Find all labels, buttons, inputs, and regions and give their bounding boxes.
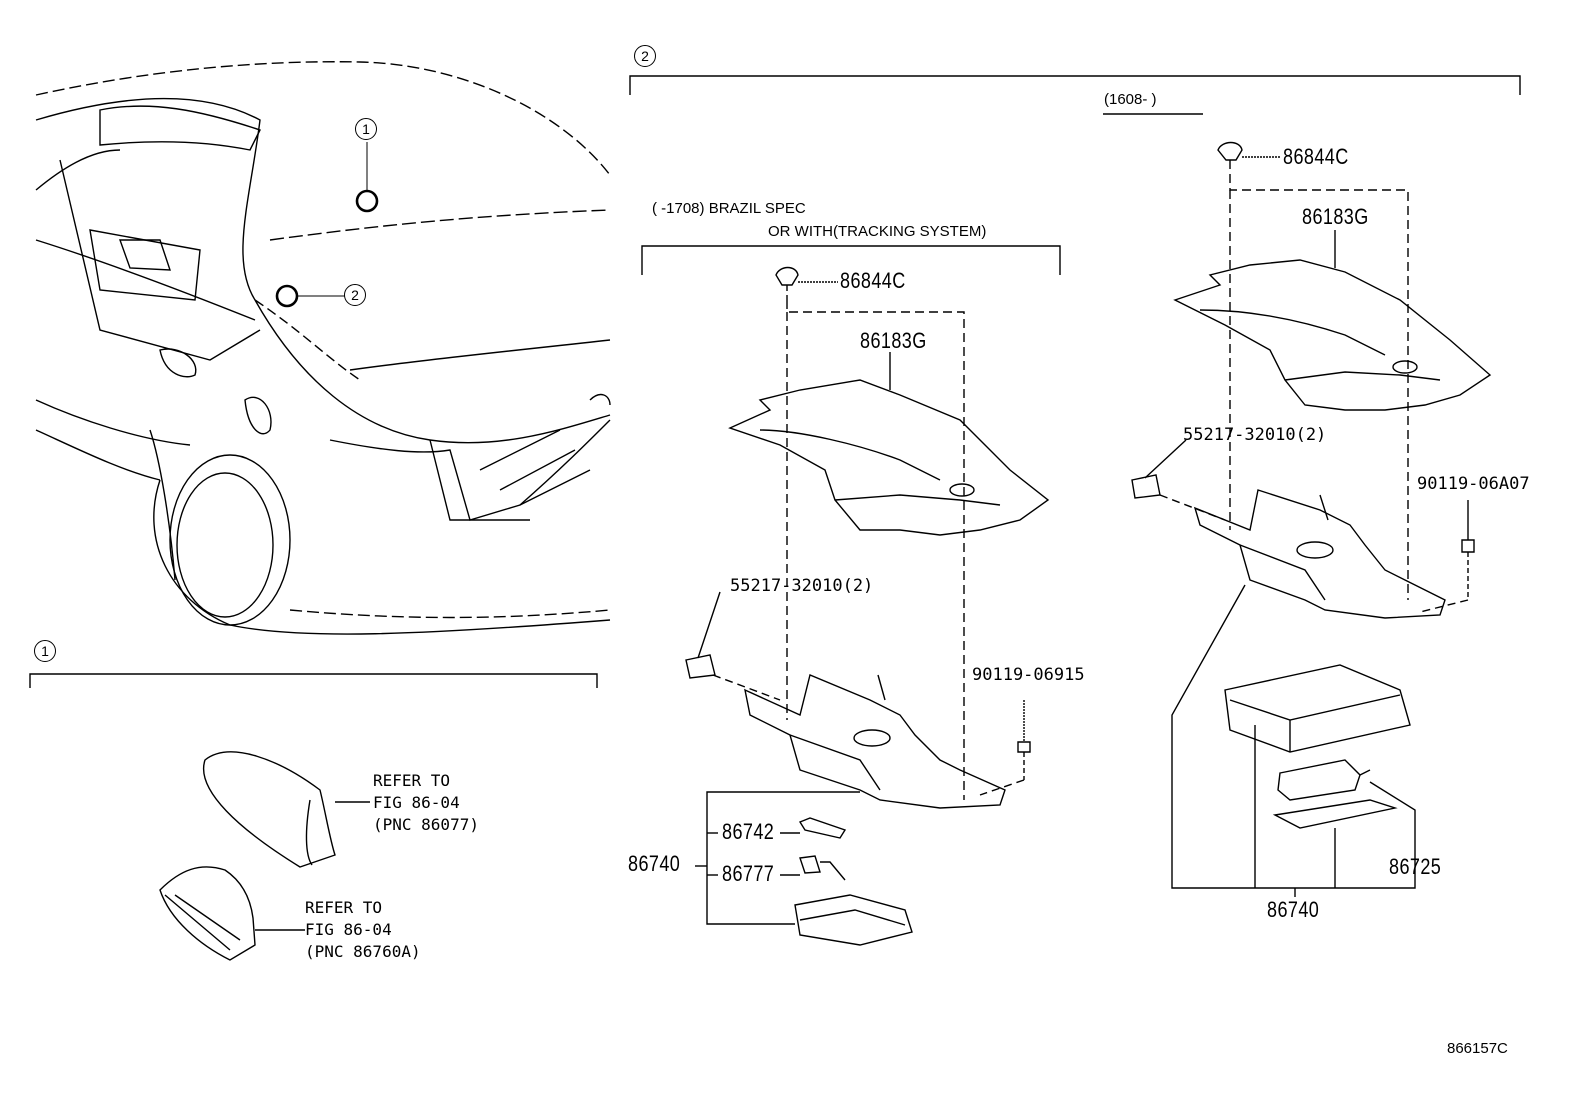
callout-2-marker[interactable]: 2 — [344, 284, 366, 306]
right-variant-illustration — [1131, 141, 1492, 897]
antenna-cover-reference[interactable]: REFER TO FIG 86-04 (PNC 86077) — [373, 770, 479, 836]
shark-fin-antenna-illustration — [202, 751, 370, 868]
section-1-marker: 1 — [34, 640, 56, 662]
section-1-bracket — [29, 673, 598, 688]
part-86183g-left[interactable]: 86183G — [860, 328, 927, 353]
part-90119-06915[interactable]: 90119-06915 — [972, 665, 1085, 685]
callout-1-marker[interactable]: 1 — [355, 118, 377, 140]
section-2-bracket — [629, 75, 1521, 95]
part-86740-right[interactable]: 86740 — [1267, 897, 1320, 922]
figure-code: 866157C — [1447, 1040, 1508, 1057]
part-90119-06a07[interactable]: 90119-06A07 — [1417, 474, 1530, 494]
ref-line2: FIG 86-04 — [373, 793, 460, 812]
part-55217-32010-right[interactable]: 55217-32010(2) — [1183, 425, 1327, 445]
part-55217-32010-left[interactable]: 55217-32010(2) — [730, 576, 874, 596]
left-variant-bracket — [641, 245, 1061, 275]
part-86742[interactable]: 86742 — [722, 819, 775, 844]
right-variant-date-range: (1608- ) — [1104, 91, 1157, 108]
part-86844c-left[interactable]: 86844C — [840, 268, 906, 293]
part-86740-left[interactable]: 86740 — [628, 851, 681, 876]
left-variant-illustration — [685, 266, 1050, 946]
part-86844c-right[interactable]: 86844C — [1283, 144, 1349, 169]
ref-line3: (PNC 86077) — [373, 815, 479, 834]
ref-line2: FIG 86-04 — [305, 920, 392, 939]
part-86777[interactable]: 86777 — [722, 861, 775, 886]
part-86725[interactable]: 86725 — [1389, 854, 1442, 879]
section-2-marker: 2 — [634, 45, 656, 67]
antenna-base-reference[interactable]: REFER TO FIG 86-04 (PNC 86760A) — [305, 897, 421, 963]
car-rear-illustration — [35, 61, 611, 635]
ref-line1: REFER TO — [373, 771, 451, 790]
part-86183g-right[interactable]: 86183G — [1302, 204, 1369, 229]
antenna-base-illustration — [159, 866, 305, 961]
left-variant-condition-line2: OR WITH(TRACKING SYSTEM) — [768, 223, 987, 240]
left-variant-condition-line1: ( -1708) BRAZIL SPEC — [652, 200, 806, 217]
ref-line1: REFER TO — [305, 898, 383, 917]
ref-line3: (PNC 86760A) — [305, 942, 421, 961]
